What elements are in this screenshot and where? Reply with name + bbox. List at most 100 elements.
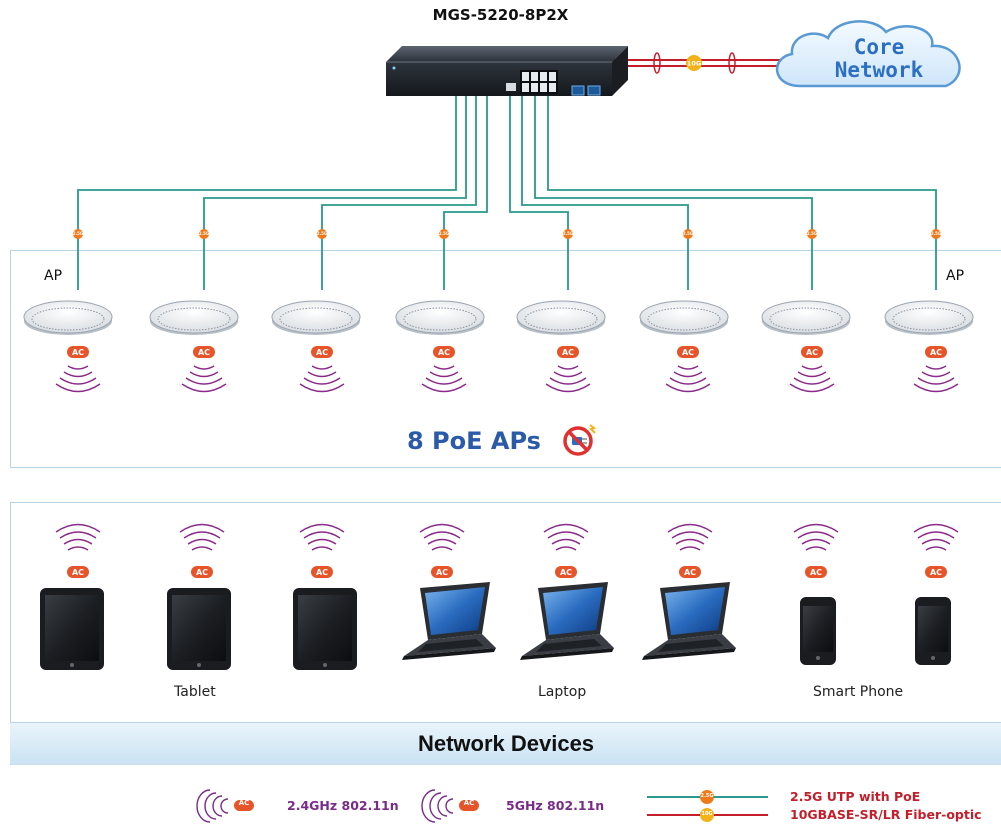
legend-ac-text-24: AC bbox=[238, 799, 250, 807]
legend-fiber-badge-text: 10G bbox=[701, 811, 713, 817]
ac-badge-text: AC bbox=[682, 348, 694, 357]
cable-badge-text: 2.5G bbox=[198, 231, 210, 236]
access-points bbox=[23, 300, 974, 335]
wifi-wave bbox=[311, 546, 333, 551]
ac-badge bbox=[557, 346, 579, 358]
wifi-wave bbox=[185, 377, 223, 385]
wifi-wave bbox=[303, 377, 341, 385]
wifi-wave bbox=[307, 371, 337, 378]
cable-badge-text: 2.5G bbox=[316, 231, 328, 236]
wifi-wave bbox=[675, 538, 705, 545]
wifi-wave bbox=[797, 531, 835, 539]
wifi-wave bbox=[303, 531, 341, 539]
tablet-devices bbox=[40, 588, 357, 670]
wifi-wave bbox=[553, 371, 583, 378]
wifi-wave bbox=[67, 546, 89, 551]
legend-ac-badge-5 bbox=[459, 800, 479, 811]
wifi-wave bbox=[429, 371, 459, 378]
wifi-wave bbox=[63, 538, 93, 545]
wifi-wave bbox=[419, 523, 465, 533]
wifi-wave bbox=[801, 538, 831, 545]
network-devices-bar: Network Devices bbox=[10, 722, 1001, 765]
wifi-wave bbox=[193, 365, 215, 370]
wifi-wave bbox=[63, 371, 93, 378]
wifi-wave bbox=[433, 365, 455, 370]
wifi-wave bbox=[55, 523, 101, 533]
wifi-wave bbox=[665, 383, 711, 393]
wifi-wave bbox=[673, 371, 703, 378]
wifi-wave bbox=[545, 383, 591, 393]
ac-badge-text: AC bbox=[930, 568, 942, 577]
ac-badge bbox=[801, 346, 823, 358]
wifi-wave bbox=[925, 365, 947, 370]
ac-badge bbox=[311, 566, 333, 578]
tablet-device bbox=[167, 588, 231, 670]
core-network-line2: Network bbox=[834, 58, 924, 82]
wifi-wave bbox=[921, 371, 951, 378]
wifi-wave bbox=[793, 523, 839, 533]
wifi-wave bbox=[423, 531, 461, 539]
network-devices-title: Network Devices bbox=[417, 731, 595, 756]
legend-wave-5-icon bbox=[421, 789, 454, 823]
wifi-wave bbox=[671, 531, 709, 539]
wifi-wave bbox=[801, 365, 823, 370]
ac-badge-text: AC bbox=[930, 348, 942, 357]
ac-badge-text: AC bbox=[196, 568, 208, 577]
wifi-wave bbox=[543, 523, 589, 533]
ac-badge bbox=[311, 346, 333, 358]
ac-badge bbox=[555, 566, 577, 578]
access-point bbox=[149, 300, 239, 335]
legend-fiber-badge bbox=[700, 808, 714, 822]
core-network-cloud bbox=[775, 20, 961, 88]
wifi-wave bbox=[557, 365, 579, 370]
wifi-wave bbox=[181, 383, 227, 393]
legend-graphics bbox=[196, 789, 768, 823]
wifi-wave bbox=[551, 538, 581, 545]
wifi-wave bbox=[793, 377, 831, 385]
smart-phone-device bbox=[915, 597, 951, 665]
cable-badge-text: 2.5G bbox=[806, 231, 818, 236]
laptop-label: Laptop bbox=[538, 684, 587, 700]
ap-label-left: AP bbox=[44, 268, 63, 284]
wifi-wave bbox=[667, 523, 713, 533]
wifi-wave bbox=[183, 531, 221, 539]
access-point bbox=[516, 300, 606, 335]
wifi-wave bbox=[59, 531, 97, 539]
wifi-wave bbox=[917, 531, 955, 539]
wifi-wave bbox=[805, 546, 827, 551]
switch-model-title: MGS-5220-8P2X bbox=[432, 6, 569, 24]
core-network-line1: Core bbox=[853, 35, 905, 59]
smart-phone-label: Smart Phone bbox=[813, 684, 904, 700]
tablet-device bbox=[293, 588, 357, 670]
wifi-wave bbox=[421, 383, 467, 393]
wifi-wave bbox=[431, 546, 453, 551]
poe-aps-title: 8 PoE APs bbox=[407, 427, 541, 455]
cable-badge-text: 2.5G bbox=[72, 231, 84, 236]
poe-ap-panel bbox=[10, 250, 1001, 468]
ac-badge bbox=[925, 346, 947, 358]
cable-badge-text: 2.5G bbox=[682, 231, 694, 236]
wifi-wave bbox=[679, 546, 701, 551]
ac-badge bbox=[805, 566, 827, 578]
wifi-wave bbox=[913, 383, 959, 393]
wifi-wave bbox=[797, 371, 827, 378]
ac-badge bbox=[67, 346, 89, 358]
legend-band-5: 5GHz 802.11n bbox=[506, 798, 605, 813]
utp-cables bbox=[77, 96, 937, 290]
ac-badge-text: AC bbox=[316, 568, 328, 577]
laptop-device bbox=[642, 582, 736, 660]
wifi-wave bbox=[921, 538, 951, 545]
svg-text:10G: 10G bbox=[687, 60, 701, 68]
access-point bbox=[884, 300, 974, 335]
wifi-wave bbox=[789, 383, 835, 393]
no-power-adapter-icon bbox=[563, 424, 597, 456]
ac-badge-text: AC bbox=[316, 348, 328, 357]
wifi-wave bbox=[179, 523, 225, 533]
network-switch bbox=[386, 46, 628, 96]
wifi-wave bbox=[189, 371, 219, 378]
laptop-device bbox=[402, 582, 496, 660]
laptop-devices bbox=[402, 582, 736, 660]
